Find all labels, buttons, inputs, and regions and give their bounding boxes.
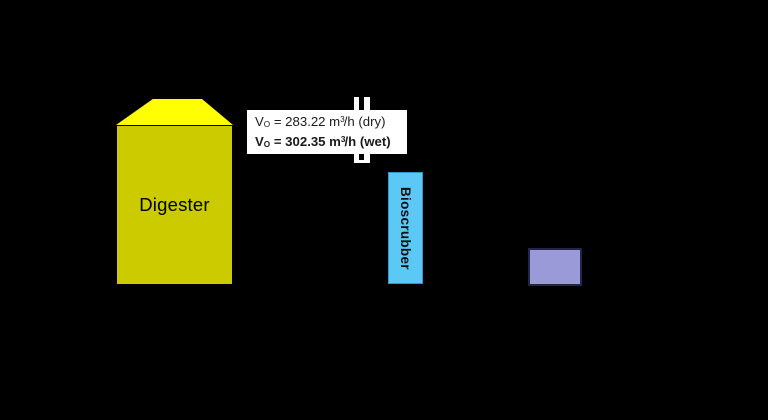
bioscrubber-column: Bioscrubber (388, 172, 423, 284)
flow-rate-info-box: VO = 283.22 m3/h (dry) VO = 302.35 m3/h … (247, 110, 407, 154)
digester-tank: Digester (116, 125, 233, 285)
digester-roof-shape (116, 99, 233, 125)
bioscrubber-label: Bioscrubber (398, 186, 413, 270)
unlabeled-unit-box (528, 248, 582, 286)
digester-label: Digester (139, 193, 210, 215)
flow-rate-dry-text: VO = 283.22 m3/h (dry) (255, 114, 386, 130)
flow-rate-wet-text: VO = 302.35 m3/h (wet) (255, 134, 391, 150)
